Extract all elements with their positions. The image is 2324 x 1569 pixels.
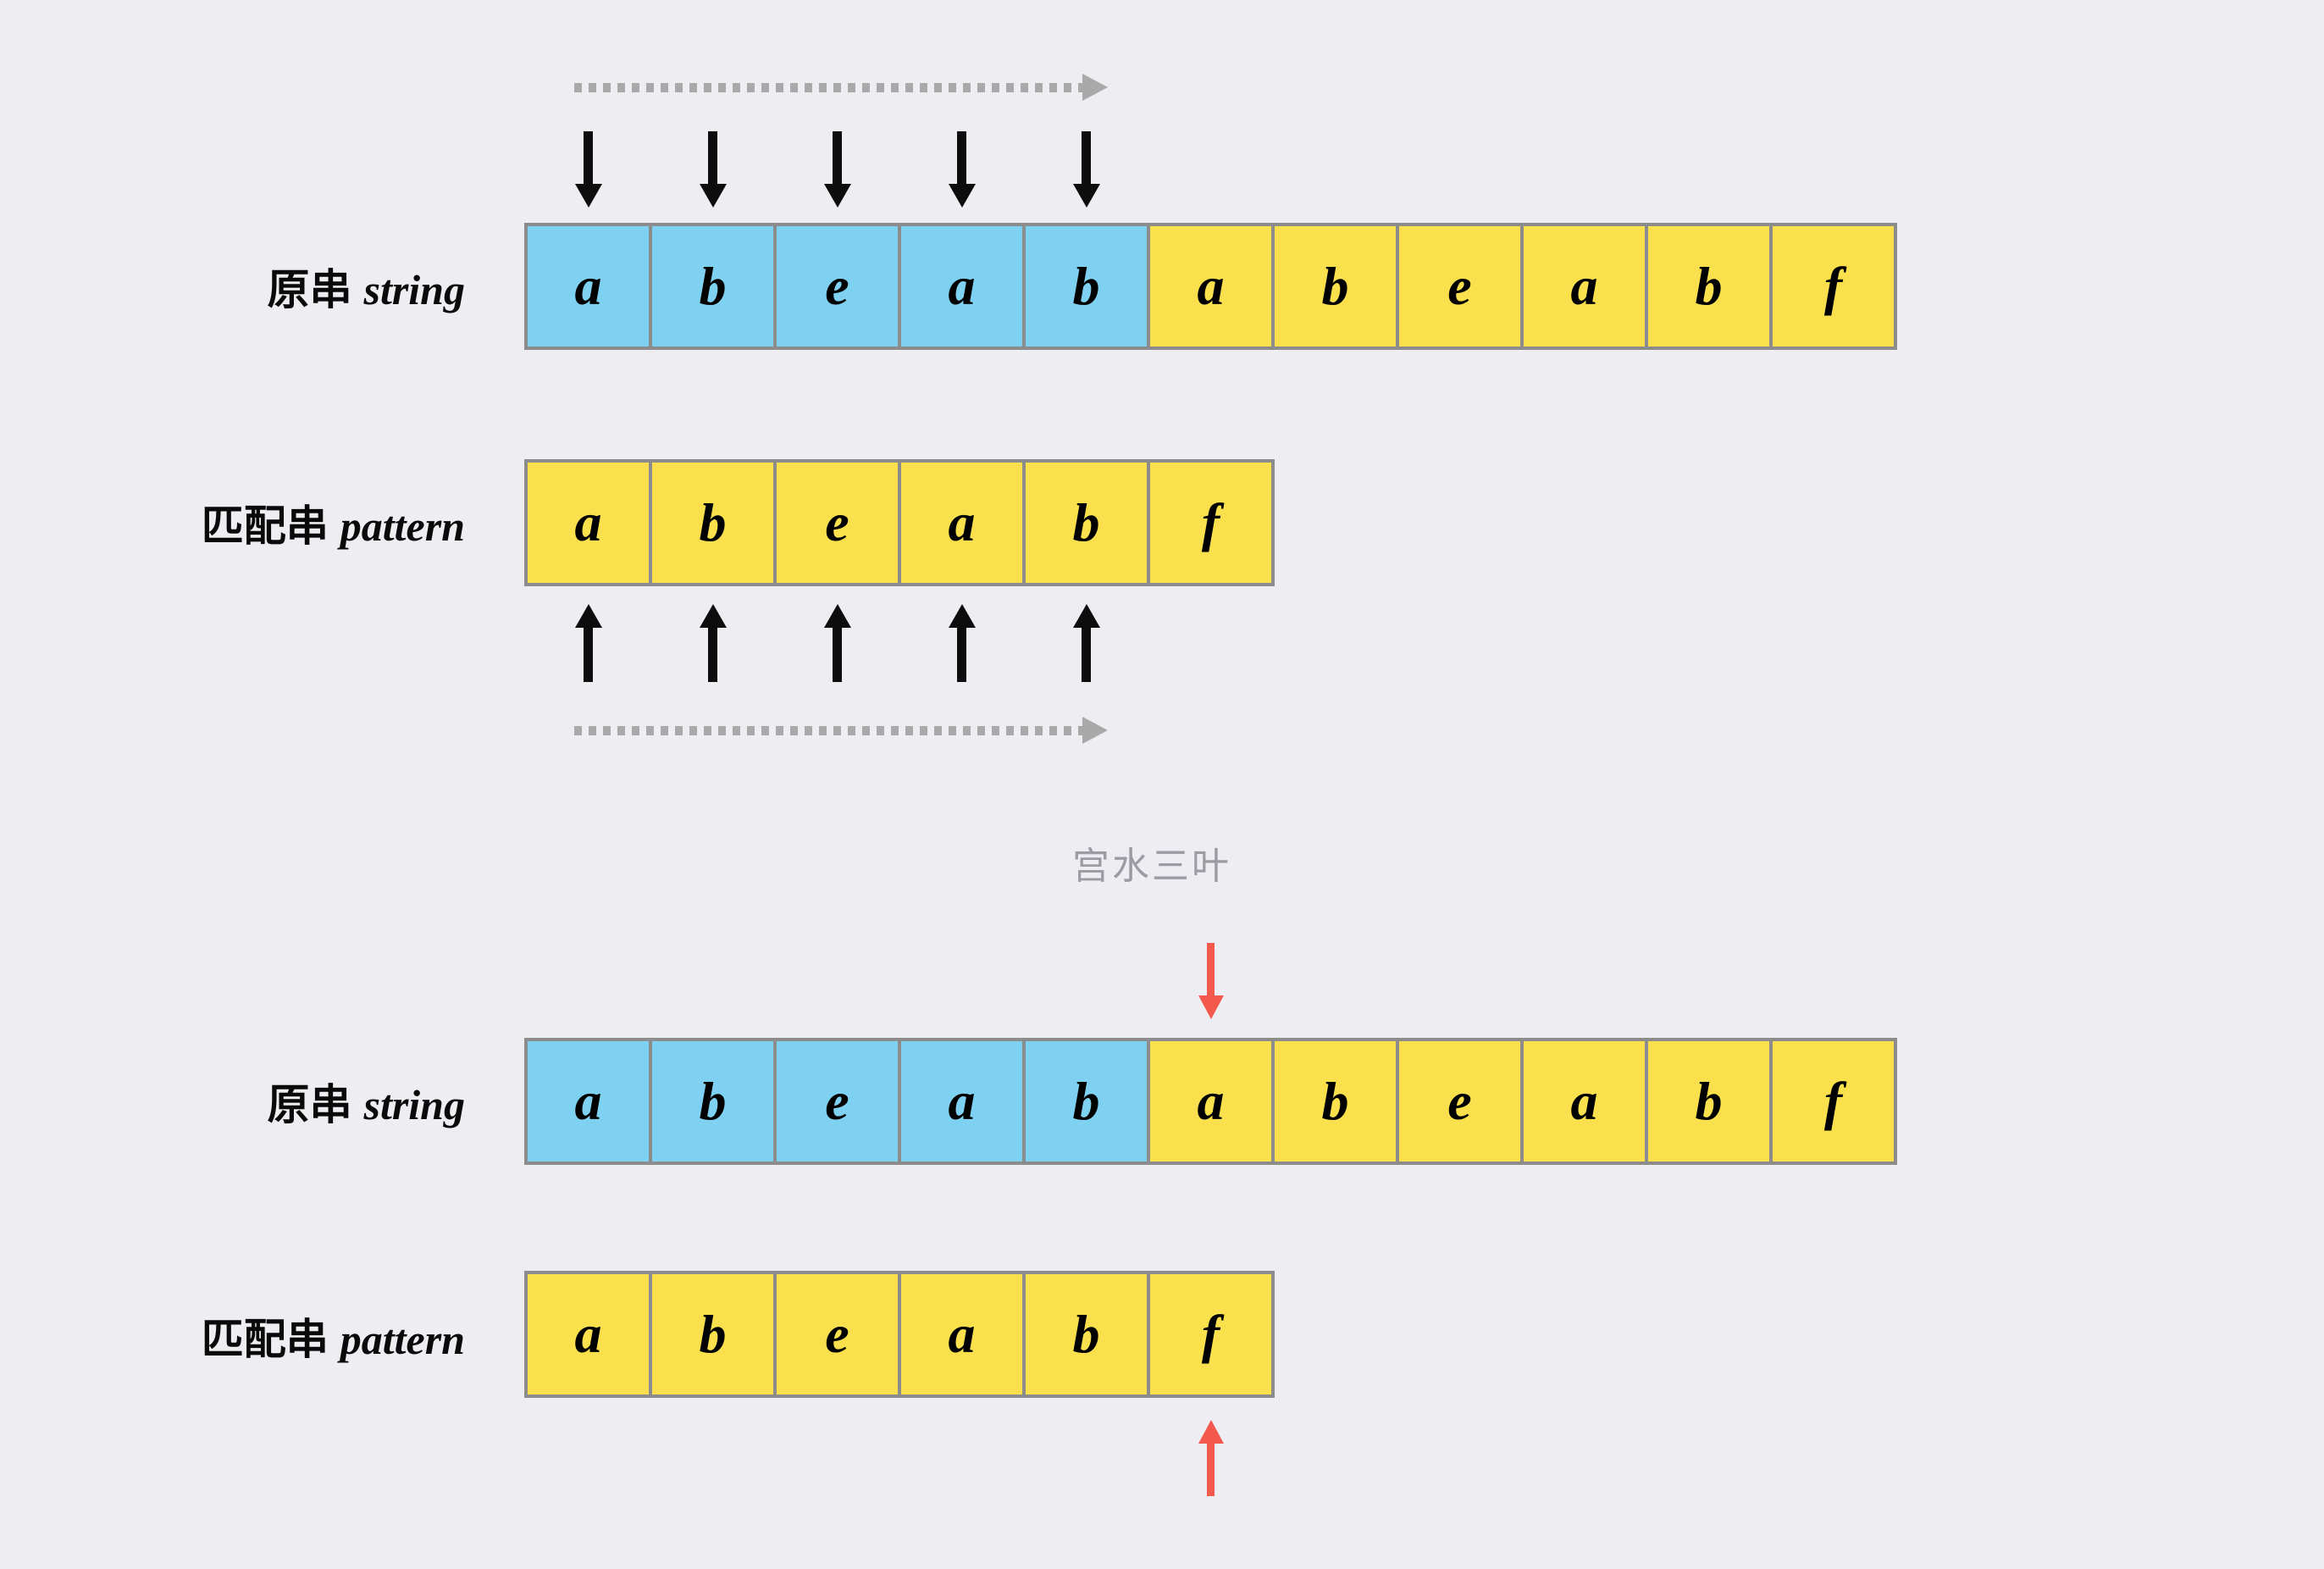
string-label-en: string	[363, 1081, 465, 1128]
string-label-zh: 原串	[267, 266, 352, 313]
arrow-stem	[1082, 628, 1091, 682]
cell-b: b	[649, 1271, 777, 1398]
cell-b: b	[1271, 1038, 1399, 1165]
cell-b: b	[1022, 223, 1150, 350]
cell-a: a	[898, 459, 1026, 586]
dotted-line	[574, 725, 1082, 735]
cell-b: b	[649, 223, 777, 350]
black-up-arrow-icon	[1072, 604, 1100, 682]
black-down-arrow-icon	[699, 131, 727, 208]
arrow-stem	[584, 131, 593, 184]
pattern-label-zh: 匹配串	[201, 1316, 329, 1363]
arrowhead-icon	[823, 604, 851, 628]
cell-a: a	[524, 459, 652, 586]
red-up-arrow-icon	[1198, 1420, 1224, 1496]
cell-a: a	[1520, 1038, 1648, 1165]
black-down-arrow-icon	[823, 131, 851, 208]
arrow-stem	[584, 628, 593, 682]
cell-b: b	[649, 1038, 777, 1165]
black-down-arrow-icon	[948, 131, 976, 208]
arrowhead-icon	[574, 184, 602, 208]
arrow-stem	[1207, 1444, 1215, 1496]
red-down-arrow-icon	[1198, 943, 1224, 1019]
cell-e: e	[773, 459, 901, 586]
pattern-label-en: pattern	[340, 1316, 465, 1363]
cell-a: a	[898, 1038, 1026, 1165]
arrow-stem	[708, 628, 717, 682]
arrow-stem	[833, 131, 842, 184]
arrowhead-icon	[574, 604, 602, 628]
cell-a: a	[524, 1271, 652, 1398]
black-up-arrow-icon	[574, 604, 602, 682]
watermark-text: 宫水三叶	[1072, 845, 1231, 887]
arrowhead-icon	[1198, 1420, 1224, 1444]
cell-e: e	[1396, 223, 1524, 350]
arrowhead-icon	[948, 184, 976, 208]
cell-a: a	[1147, 223, 1275, 350]
cell-e: e	[1396, 1038, 1524, 1165]
pattern-label-en: pattern	[340, 502, 465, 550]
cell-b: b	[1022, 459, 1150, 586]
arrowhead-icon	[1072, 184, 1100, 208]
arrowhead-icon	[823, 184, 851, 208]
black-up-arrow-icon	[948, 604, 976, 682]
string-label-zh: 原串	[267, 1081, 352, 1128]
cell-b: b	[1022, 1271, 1150, 1398]
cell-b: b	[1271, 223, 1399, 350]
cell-e: e	[773, 1271, 901, 1398]
cell-a: a	[524, 223, 652, 350]
arrowhead-icon	[948, 604, 976, 628]
cell-b: b	[1645, 223, 1773, 350]
arrowhead-icon	[699, 184, 727, 208]
cell-e: e	[773, 1038, 901, 1165]
black-down-arrow-icon	[1072, 131, 1100, 208]
scan-direction-dotted-arrow-bottom-icon	[574, 716, 1108, 745]
arrow-stem	[1082, 131, 1091, 184]
arrowhead-icon	[699, 604, 727, 628]
cell-f: f	[1769, 223, 1897, 350]
cell-e: e	[773, 223, 901, 350]
black-up-arrow-icon	[699, 604, 727, 682]
arrow-stem	[1207, 943, 1215, 995]
cell-a: a	[1520, 223, 1648, 350]
arrow-stem	[833, 628, 842, 682]
cell-b: b	[1022, 1038, 1150, 1165]
cell-a: a	[524, 1038, 652, 1165]
cell-f: f	[1147, 1271, 1275, 1398]
arrow-stem	[957, 628, 966, 682]
right-arrowhead-icon	[1082, 74, 1108, 101]
cell-a: a	[898, 1271, 1026, 1398]
cell-f: f	[1147, 459, 1275, 586]
arrowhead-icon	[1198, 995, 1224, 1019]
arrow-stem	[957, 131, 966, 184]
black-up-arrow-icon	[823, 604, 851, 682]
cell-a: a	[898, 223, 1026, 350]
cell-a: a	[1147, 1038, 1275, 1165]
pattern-label-zh: 匹配串	[201, 502, 329, 550]
string-label-en: string	[363, 266, 465, 313]
arrow-stem	[708, 131, 717, 184]
cell-f: f	[1769, 1038, 1897, 1165]
dotted-line	[574, 82, 1082, 92]
cell-b: b	[1645, 1038, 1773, 1165]
cell-b: b	[649, 459, 777, 586]
scan-direction-dotted-arrow-top-icon	[574, 73, 1108, 102]
arrowhead-icon	[1072, 604, 1100, 628]
right-arrowhead-icon	[1082, 717, 1108, 744]
black-down-arrow-icon	[574, 131, 602, 208]
